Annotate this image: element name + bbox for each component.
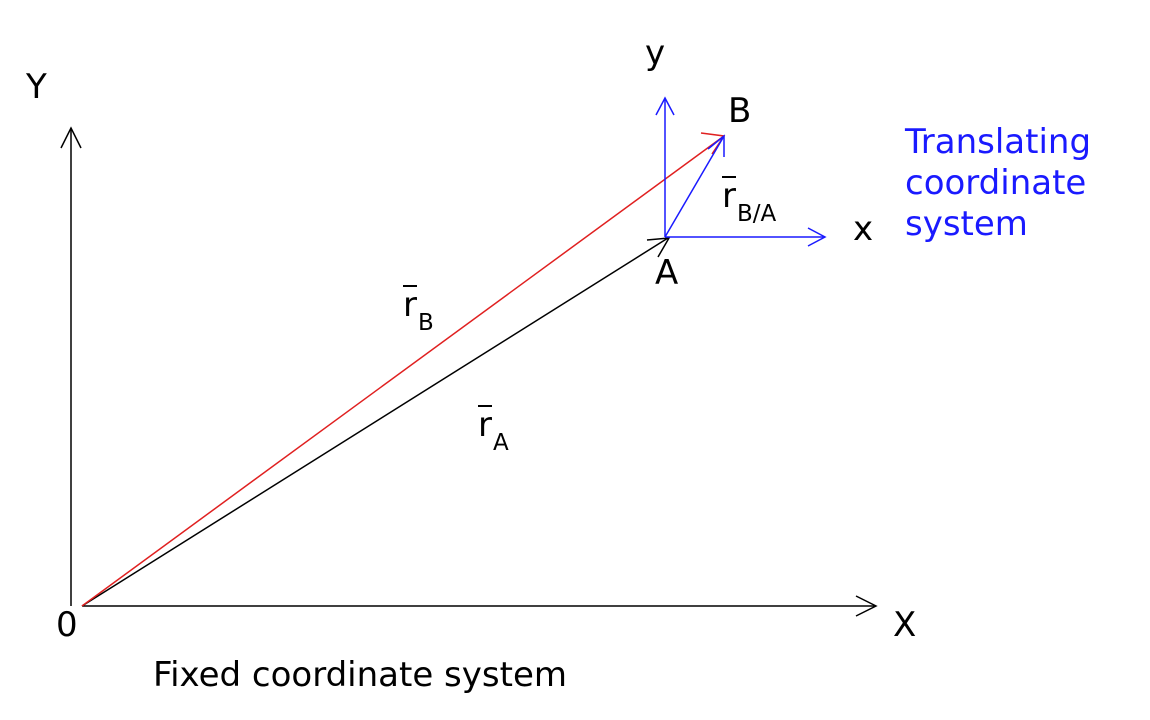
vector-rBA-symbol: r xyxy=(722,176,736,216)
vector-rA-line xyxy=(81,237,669,607)
fixed-y-axis-arrowhead xyxy=(60,126,82,149)
translating-x-axis-arrowhead xyxy=(807,227,827,247)
fixed-y-axis-label: Y xyxy=(26,67,47,107)
vector-rBA-line xyxy=(664,135,725,238)
translating-caption-line-2: coordinate xyxy=(905,163,1087,203)
vector-rBA-subscript: B/A xyxy=(736,201,777,227)
fixed-x-axis-label: X xyxy=(893,605,917,645)
vector-rB-symbol: r xyxy=(403,285,417,325)
point-A-label: A xyxy=(655,253,679,293)
translating-x-axis-label: x xyxy=(853,209,874,249)
fixed-frame-caption: Fixed coordinate system xyxy=(153,655,567,695)
translating-caption-line-3: system xyxy=(905,204,1028,244)
fixed-x-axis-arrowhead xyxy=(855,595,878,617)
origin-label: 0 xyxy=(56,605,78,645)
vector-rA-subscript: A xyxy=(492,430,509,456)
vector-rA-label: rA xyxy=(478,405,509,455)
vector-rB-subscript: B xyxy=(417,310,434,336)
vector-rBA-arrowhead xyxy=(707,134,725,157)
vector-rA-symbol: r xyxy=(478,405,492,445)
translating-caption-line-1: Translating xyxy=(905,122,1092,162)
vector-rB-line xyxy=(81,135,725,607)
vector-rB-label: rB xyxy=(403,285,434,335)
translating-y-axis-arrowhead xyxy=(655,96,675,116)
vector-rA-arrowhead xyxy=(646,237,671,258)
vector-rBA-label: rB/A xyxy=(722,176,776,226)
translating-y-axis-label: y xyxy=(645,33,666,73)
point-B-label: B xyxy=(728,91,752,131)
translating-frame-caption: Translating coordinate system xyxy=(905,122,1091,245)
